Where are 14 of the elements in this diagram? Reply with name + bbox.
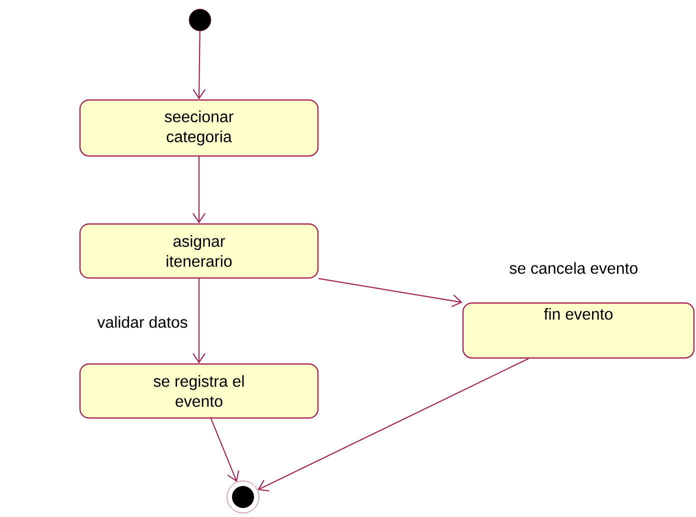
arrow (318, 278, 462, 308)
state-box: seecionar categoria (79, 99, 319, 157)
start-state (188, 8, 212, 32)
edge-label: validar datos (95, 314, 190, 330)
state-box: se registra el evento (79, 363, 319, 419)
arrow (192, 278, 206, 364)
end-state (226, 480, 260, 514)
arrow (192, 31, 206, 100)
state-box: fin evento (462, 302, 695, 359)
edge-label: se cancela evento (507, 260, 640, 276)
state-box: asignar itenerario (79, 223, 319, 279)
arrow (258, 358, 529, 492)
arrow (192, 156, 206, 224)
arrow (210, 418, 240, 482)
